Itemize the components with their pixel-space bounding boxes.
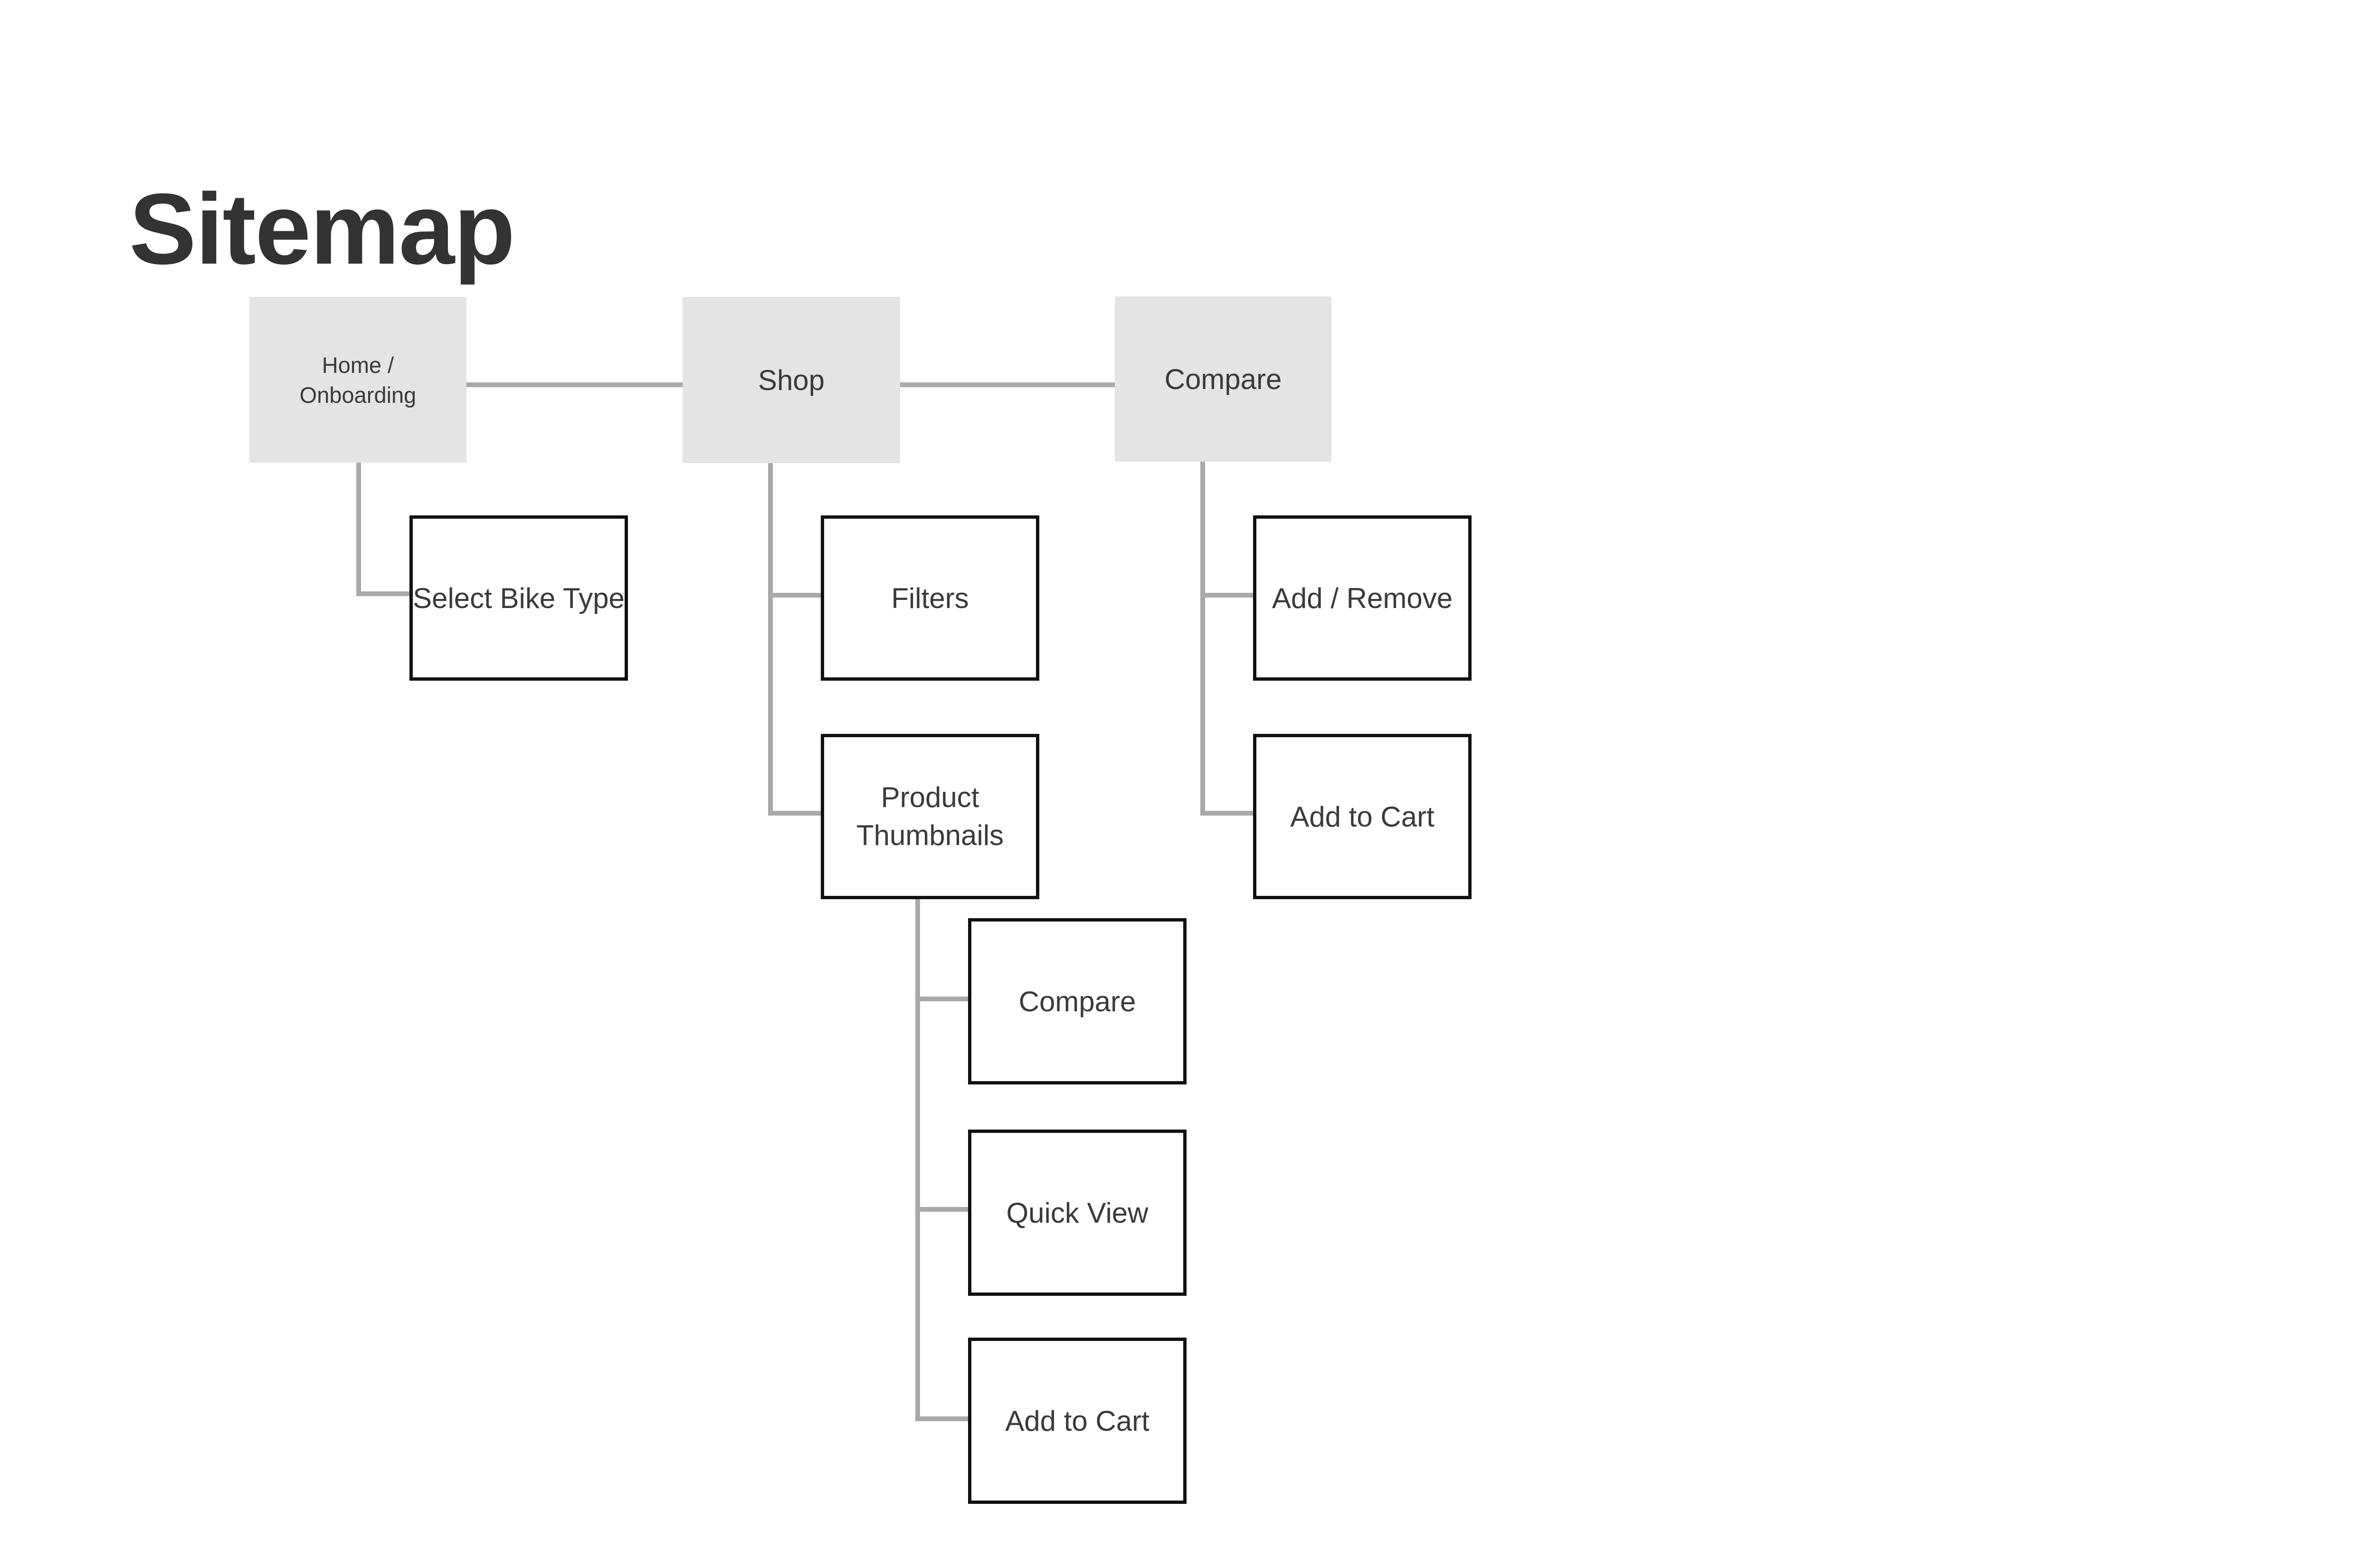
node-label: Select Bike Type	[413, 582, 625, 614]
node-quick-view[interactable]: Quick View	[968, 1130, 1187, 1296]
connector-compare-add-to-cart	[1200, 811, 1253, 816]
node-product-thumbnails[interactable]: Product Thumbnails	[821, 734, 1039, 899]
node-label: Filters	[891, 582, 969, 614]
node-filters[interactable]: Filters	[821, 515, 1039, 681]
node-compare[interactable]: Compare	[1115, 296, 1331, 462]
connector-compare-drop	[1200, 462, 1205, 816]
connector-home-shop	[466, 382, 683, 387]
connector-home-select-bike-type	[356, 591, 409, 596]
node-shop[interactable]: Shop	[683, 297, 900, 463]
node-label: Add / Remove	[1272, 582, 1453, 614]
connector-shop-drop	[768, 463, 773, 816]
node-home-onboarding[interactable]: Home / Onboarding	[249, 297, 466, 463]
node-add-remove[interactable]: Add / Remove	[1253, 515, 1472, 681]
connector-thumbnails-quick-view	[915, 1207, 968, 1212]
node-compare-add-to-cart[interactable]: Add to Cart	[1253, 734, 1472, 899]
page-title: Sitemap	[129, 172, 515, 285]
node-thumbnails-compare[interactable]: Compare	[968, 918, 1187, 1084]
node-label: Add to Cart	[1005, 1405, 1150, 1437]
connector-compare-add-remove	[1200, 593, 1253, 598]
connector-shop-compare	[900, 382, 1115, 387]
node-label: Product Thumbnails	[856, 781, 1004, 851]
node-select-bike-type[interactable]: Select Bike Type	[409, 515, 628, 681]
node-label: Shop	[758, 364, 825, 396]
node-thumbnails-add-to-cart[interactable]: Add to Cart	[968, 1338, 1187, 1504]
node-label: Home / Onboarding	[299, 352, 417, 408]
connector-home-drop	[356, 463, 361, 596]
node-label: Compare	[1164, 363, 1282, 395]
node-label: Quick View	[1006, 1197, 1149, 1229]
connector-shop-product-thumbnails	[768, 811, 821, 816]
node-label: Add to Cart	[1290, 800, 1434, 833]
connector-thumbnails-compare	[915, 997, 968, 1001]
connector-thumbnails-drop	[915, 899, 920, 1421]
connector-shop-filters	[768, 593, 821, 598]
node-label: Compare	[1018, 985, 1136, 1017]
connector-thumbnails-add-to-cart	[915, 1416, 968, 1421]
